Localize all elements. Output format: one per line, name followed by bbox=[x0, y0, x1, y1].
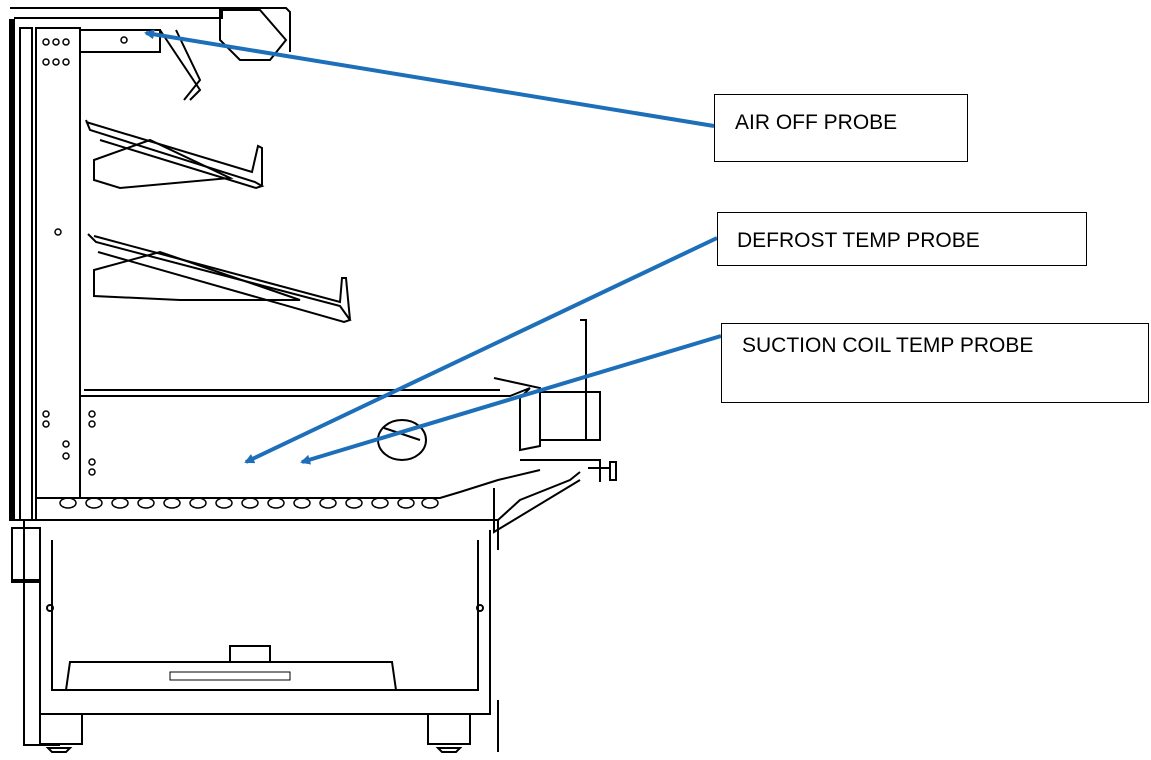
defrost-temp-probe-label: DEFROST TEMP PROBE bbox=[737, 229, 980, 252]
cabinet-body bbox=[9, 7, 617, 753]
probe-arrows bbox=[144, 29, 722, 465]
suction-coil-temp-probe-callout: SUCTION COIL TEMP PROBE bbox=[721, 323, 1149, 403]
suction-coil-temp-probe-label: SUCTION COIL TEMP PROBE bbox=[742, 334, 1034, 357]
air-off-probe-label: AIR OFF PROBE bbox=[735, 111, 898, 134]
arrow-suction bbox=[300, 334, 722, 465]
arrow-defrost bbox=[244, 236, 718, 464]
air-off-probe-callout: AIR OFF PROBE bbox=[714, 94, 968, 162]
arrow-air-off bbox=[144, 29, 715, 128]
defrost-temp-probe-callout: DEFROST TEMP PROBE bbox=[717, 212, 1087, 266]
